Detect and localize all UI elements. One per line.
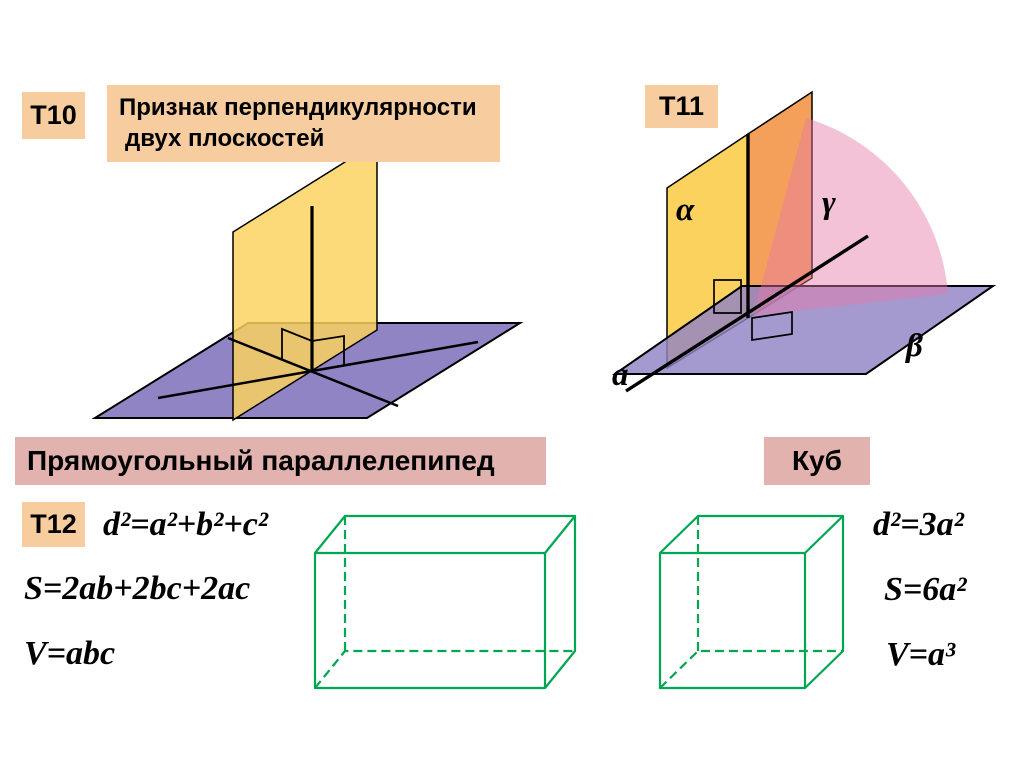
section-title-cube: Куб: [764, 437, 870, 485]
t11-label-gamma: γ: [822, 185, 836, 221]
t10-vertical-plane: [232, 140, 378, 422]
t11-label-alpha: α: [676, 192, 695, 228]
section-title-parallelepiped: Прямоугольный параллелепипед: [15, 437, 546, 485]
theorem-title-line2: двух плоскостей: [125, 125, 325, 152]
theorem-title-line1: Признак перпендикулярности: [119, 94, 477, 121]
formula-parallelepiped-volume: V=abc: [24, 635, 116, 672]
badge-t11: Т11: [645, 85, 718, 128]
formula-cube-volume: V=a³: [886, 636, 956, 673]
theorem-title-box: Признак перпендикулярности двух плоскост…: [107, 85, 500, 162]
t11-label-line-a: a: [612, 357, 629, 393]
t10-floor-line-1: [157, 340, 479, 400]
badge-t12: Т12: [22, 502, 85, 547]
formula-parallelepiped-surface: S=2ab+2bc+2ac: [24, 570, 251, 607]
t10-right-angle-marker-left: [281, 327, 313, 359]
t11-right-angle-marker-plane: [713, 279, 742, 314]
cube-wireframe: [658, 514, 845, 690]
formula-cube-surface: S=6a²: [884, 571, 967, 608]
t10-right-angle-marker-right: [311, 334, 345, 366]
parallelepiped-visible-edges: [313, 514, 577, 690]
t10-floor-line-2: [227, 336, 399, 408]
cube-visible-edges: [658, 514, 845, 690]
t11-plane-beta: [611, 285, 997, 375]
t11-diagram: α γ β a: [611, 90, 997, 393]
formula-parallelepiped-diagonal: d²=a²+b²+c²: [103, 506, 268, 543]
badge-t10: Т10: [22, 92, 85, 139]
parallelepiped-hidden-edges: [314, 516, 575, 689]
t10-diagram: [91, 140, 524, 422]
formula-cube-diagonal: d²=3a²: [873, 506, 964, 543]
t11-dihedral-arc: [753, 118, 948, 316]
cube-hidden-edges: [659, 516, 843, 689]
t11-right-angle-marker-floor: [751, 311, 793, 341]
parallelepiped-wireframe: [313, 514, 577, 690]
t11-label-beta: β: [904, 328, 923, 364]
